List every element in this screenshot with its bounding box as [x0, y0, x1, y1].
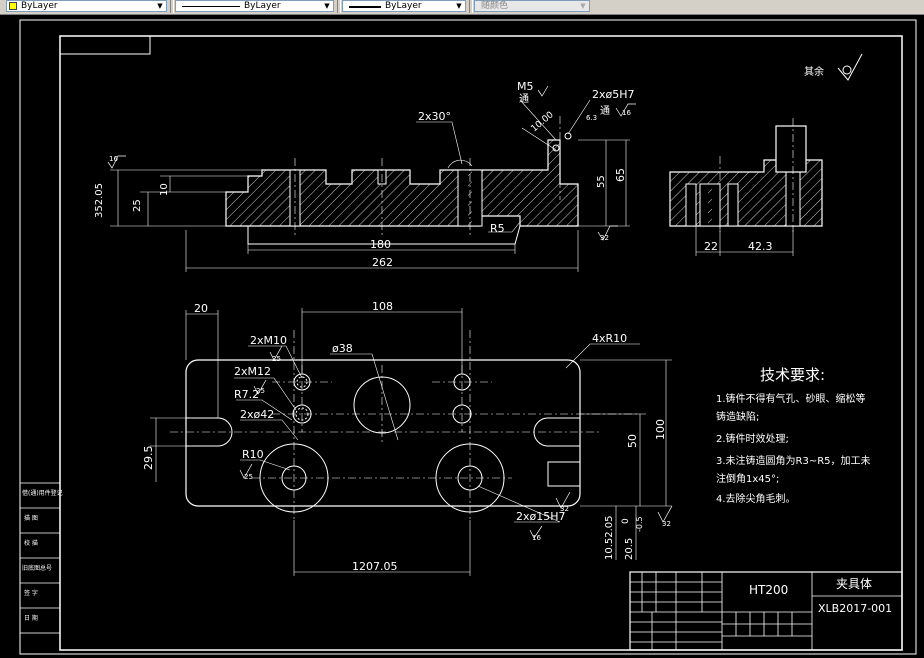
dimension-label: 4.去除尖角毛刺。 [716, 492, 796, 505]
dimension-label: ø38 [332, 342, 353, 355]
dimension-label: 25 [272, 355, 281, 363]
left-strip-item: 签 字 [24, 589, 38, 597]
dimension-label: 通 [600, 105, 610, 117]
dimension-label: 108 [372, 300, 393, 313]
dimension-label: 其余 [804, 65, 824, 78]
left-strip-item: 借(通)用件登记 [22, 489, 63, 497]
chevron-down-icon[interactable]: ▼ [456, 2, 462, 10]
technical-requirements: 技术要求: 1.铸件不得有气孔、砂眼、缩松等 铸造缺陷; 2.铸件时效处理; 3… [716, 366, 871, 505]
dimension-label: 262 [372, 256, 393, 269]
chevron-down-icon[interactable]: ▼ [580, 2, 586, 10]
dimension-label: 2xM12 [234, 365, 271, 378]
dimension-label: -0.5 [635, 516, 644, 532]
lineweight-sample [349, 6, 381, 8]
linetype-combo-value: ByLayer [244, 1, 281, 11]
dimension-label: 20 [194, 302, 208, 315]
dimension-label: 100 [654, 419, 667, 440]
dimension-label: 16 [532, 534, 541, 542]
dimension-label: 352.05 [94, 183, 105, 218]
dimension-label: 22 [704, 240, 718, 253]
dimension-label: 2xø15H7 [516, 510, 566, 523]
dimension-label: 16 [622, 109, 631, 117]
dimension-label: 注倒角1x45°; [716, 472, 779, 485]
cad-drawing-canvas[interactable]: 借(通)用件登记 描 图 校 描 旧底图总号 签 字 日 期 其余 [0, 15, 924, 658]
dimension-label: 通 [519, 93, 529, 105]
dimension-label: R10 [242, 448, 264, 461]
color-combo[interactable]: ByLayer ▼ [6, 0, 167, 12]
toolbar-separator [469, 0, 473, 13]
dimension-label: HT200 [749, 583, 788, 597]
top-section-view: 352.05 25 10 180 262 2x30° R5 M5 通 10.00… [94, 80, 636, 272]
dimension-label: 25 [256, 387, 265, 395]
dimension-label: 6.3 [586, 114, 597, 122]
dimension-label: R5 [490, 222, 505, 235]
left-strip-item: 日 期 [24, 614, 38, 622]
dimension-label: 25 [244, 473, 253, 481]
dimension-label: 10 [159, 183, 170, 196]
dimension-label: 180 [370, 238, 391, 251]
plotstyle-combo-value: 随颜色 [481, 1, 509, 11]
dimension-label: 2xM10 [250, 334, 287, 347]
dimension-label: R7.2 [234, 388, 259, 401]
color-swatch [9, 2, 17, 10]
dimension-label: XLB2017-001 [818, 602, 892, 615]
dimension-label: M5 [517, 80, 534, 93]
dimension-label: 32 [662, 520, 671, 528]
left-strip-item: 旧底图总号 [22, 564, 52, 572]
dimension-label: 25 [132, 199, 143, 212]
plotstyle-combo[interactable]: 随颜色 ▼ [474, 0, 590, 12]
dimension-label: 2.铸件时效处理; [716, 432, 789, 445]
dimension-label: 2xø5H7 [592, 88, 635, 101]
dimension-label: 32 [560, 505, 569, 513]
roughness-other-symbol: 其余 [804, 53, 863, 81]
dimension-label: 65 [614, 168, 627, 182]
left-strip-item: 校 描 [24, 539, 38, 547]
title-block: HT200 夹具体 XLB2017-001 [629, 571, 903, 651]
dimension-label: 3.未注铸造圆角为R3~R5，加工未 [716, 454, 871, 467]
dimension-label: 1.铸件不得有气孔、砂眼、缩松等 [716, 392, 866, 405]
left-strip: 借(通)用件登记 描 图 校 描 旧底图总号 签 字 日 期 [19, 482, 63, 634]
color-combo-value: ByLayer [21, 1, 58, 11]
toolbar-separator [170, 0, 174, 13]
dimension-label: 20.5 [624, 538, 635, 560]
dimension-label: 16 [109, 155, 118, 163]
chevron-down-icon[interactable]: ▼ [157, 2, 163, 10]
linetype-sample [182, 6, 240, 7]
plan-view: 20 108 2xM10 2xM12 R7.2 2xø42 ø38 4xR10 … [142, 300, 673, 576]
dimension-label: 1207.05 [352, 560, 398, 573]
linetype-combo[interactable]: ByLayer ▼ [175, 0, 334, 12]
side-view: 22 42.3 [669, 118, 823, 256]
properties-toolbar: ByLayer ▼ ByLayer ▼ ByLayer ▼ 随颜色 ▼ [0, 0, 924, 15]
lineweight-combo[interactable]: ByLayer ▼ [342, 0, 466, 12]
dimension-label: 技术要求: [760, 366, 825, 384]
dimension-label: 2x30° [418, 110, 451, 123]
dimension-label: 10.52.05 [604, 515, 615, 560]
lineweight-combo-value: ByLayer [385, 1, 422, 11]
dimension-label: 29.5 [142, 446, 155, 471]
toolbar-separator [337, 0, 341, 13]
dimension-label: 55 [596, 175, 607, 188]
dimension-label: 2xø42 [240, 408, 274, 421]
sheet-border [19, 19, 917, 655]
dimension-label: 铸造缺陷; [716, 410, 759, 423]
dimension-label: 32 [600, 234, 609, 242]
chevron-down-icon[interactable]: ▼ [324, 2, 330, 10]
dimension-label: 4xR10 [592, 332, 627, 345]
dimension-label: 42.3 [748, 240, 773, 253]
left-strip-item: 描 图 [24, 514, 38, 522]
dimension-label: 10.00 [530, 110, 556, 134]
dimension-label: 50 [626, 434, 639, 448]
dimension-label: 0 [621, 518, 631, 524]
dimension-label: 夹具体 [836, 577, 872, 591]
